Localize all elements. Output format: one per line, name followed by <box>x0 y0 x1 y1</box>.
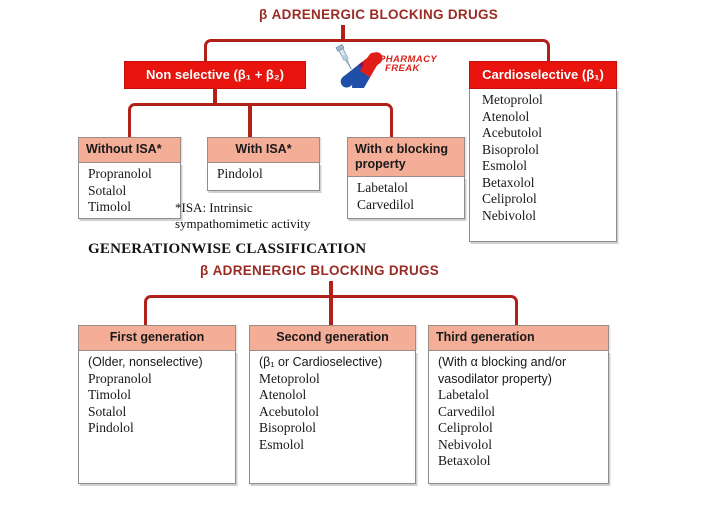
node-second-generation-subtitle: (β₁ or Cardioselective) <box>259 355 383 369</box>
node-third-generation-subtitle-line2: vasodilator property) <box>438 371 552 386</box>
list-item: Acebutolol <box>482 125 542 140</box>
list-item: Carvedilol <box>438 403 495 419</box>
node-with-alpha-blocking-header-line2: property <box>355 157 406 171</box>
node-second-generation[interactable]: Second generation (β₁ or Cardioselective… <box>249 325 416 484</box>
connector-bottom-stem <box>329 281 333 297</box>
connector-sub-middle-stem <box>248 103 252 137</box>
node-without-isa[interactable]: Without ISA* Propranolol Sotalol Timolol <box>78 137 181 219</box>
node-third-generation-header: Third generation <box>428 325 609 351</box>
list-item: Carvedilol <box>357 196 414 212</box>
list-item: Sotalol <box>88 403 127 419</box>
node-with-alpha-blocking[interactable]: With α blocking property Labetalol Carve… <box>347 137 465 219</box>
list-item: Pindolol <box>217 166 263 181</box>
list-item: Propranolol <box>88 370 152 386</box>
node-with-alpha-blocking-header-line1: With α blocking <box>355 142 448 156</box>
list-item: Acebutolol <box>259 403 319 419</box>
connector-bottom-right-elbow <box>329 295 518 325</box>
connector-top-stem <box>341 25 345 41</box>
list-item: Celiprolol <box>482 191 537 206</box>
node-second-generation-body: (β₁ or Cardioselective) Metoprolol Ateno… <box>249 351 416 484</box>
node-second-generation-header: Second generation <box>249 325 416 351</box>
list-item: Bisoprolol <box>482 141 540 157</box>
connector-top-right-elbow <box>341 39 550 61</box>
list-item: Timolol <box>88 199 132 214</box>
list-item: Propranolol <box>88 166 152 181</box>
list-item: Sotalol <box>88 182 127 198</box>
node-first-generation[interactable]: First generation (Older, nonselective) P… <box>78 325 236 484</box>
list-item: Labetalol <box>438 387 489 402</box>
node-third-generation-subtitle-line1: (With α blocking and/or <box>438 355 567 369</box>
isa-footnote-line1: *ISA: Intrinsic <box>175 200 253 215</box>
capsule-syringe-icon <box>335 43 383 93</box>
list-item: Nebivolol <box>482 207 536 223</box>
node-without-isa-header: Without ISA* <box>78 137 181 163</box>
logo-text-line1: PHARMACY <box>379 54 438 65</box>
top-chart-title: β ADRENERGIC BLOCKING DRUGS <box>259 7 499 22</box>
node-non-selective[interactable]: Non selective (β₁ + β₂) <box>124 61 306 89</box>
isa-footnote-line2: sympathomimetic activity <box>175 216 311 231</box>
pharmacy-freak-logo: PHARMACY FREAK <box>328 42 438 93</box>
list-item: Esmolol <box>259 436 305 452</box>
list-item: Metoprolol <box>259 370 320 386</box>
node-cardioselective[interactable]: Cardioselective (β₁) Metoprolol Atenolol… <box>469 61 617 242</box>
connector-sub-right-elbow <box>213 103 393 137</box>
node-third-generation[interactable]: Third generation (With α blocking and/or… <box>428 325 609 484</box>
list-item: Timolol <box>88 387 132 402</box>
list-item: Bisoprolol <box>259 420 317 435</box>
node-with-alpha-blocking-body: Labetalol Carvedilol <box>347 177 465 219</box>
list-item: Betaxolol <box>482 174 535 190</box>
node-with-alpha-blocking-header: With α blocking property <box>347 137 465 177</box>
node-with-isa-body: Pindolol <box>207 163 320 191</box>
connector-bottom-middle-stem <box>329 295 333 325</box>
node-third-generation-body: (With α blocking and/or vasodilator prop… <box>428 351 609 484</box>
bottom-chart-title: β ADRENERGIC BLOCKING DRUGS <box>200 263 440 278</box>
node-with-isa-header: With ISA* <box>207 137 320 163</box>
node-first-generation-body: (Older, nonselective) Propranolol Timolo… <box>78 351 236 484</box>
node-non-selective-header: Non selective (β₁ + β₂) <box>124 61 306 89</box>
list-item: Metoprolol <box>482 92 543 107</box>
connector-nonselective-stem <box>213 89 217 105</box>
list-item: Celiprolol <box>438 420 493 435</box>
logo-text-line2: FREAK <box>385 63 420 74</box>
node-cardioselective-header: Cardioselective (β₁) <box>469 61 617 89</box>
list-item: Nebivolol <box>438 436 492 452</box>
list-item: Labetalol <box>357 180 408 195</box>
connector-top-left-elbow <box>204 39 344 61</box>
list-item: Betaxolol <box>438 453 491 468</box>
generationwise-classification-heading: GENERATIONWISE CLASSIFICATION <box>88 241 367 257</box>
node-first-generation-subtitle: (Older, nonselective) <box>88 355 203 369</box>
list-item: Atenolol <box>259 387 307 402</box>
node-cardioselective-body: Metoprolol Atenolol Acebutolol Bisoprolo… <box>469 89 617 242</box>
list-item: Pindolol <box>88 420 134 435</box>
list-item: Esmolol <box>482 158 528 173</box>
node-first-generation-header: First generation <box>78 325 236 351</box>
node-without-isa-body: Propranolol Sotalol Timolol <box>78 163 181 219</box>
list-item: Atenolol <box>482 108 530 124</box>
connector-sub-left-elbow <box>128 103 216 137</box>
node-with-isa[interactable]: With ISA* Pindolol <box>207 137 320 191</box>
connector-bottom-left-elbow <box>144 295 332 325</box>
